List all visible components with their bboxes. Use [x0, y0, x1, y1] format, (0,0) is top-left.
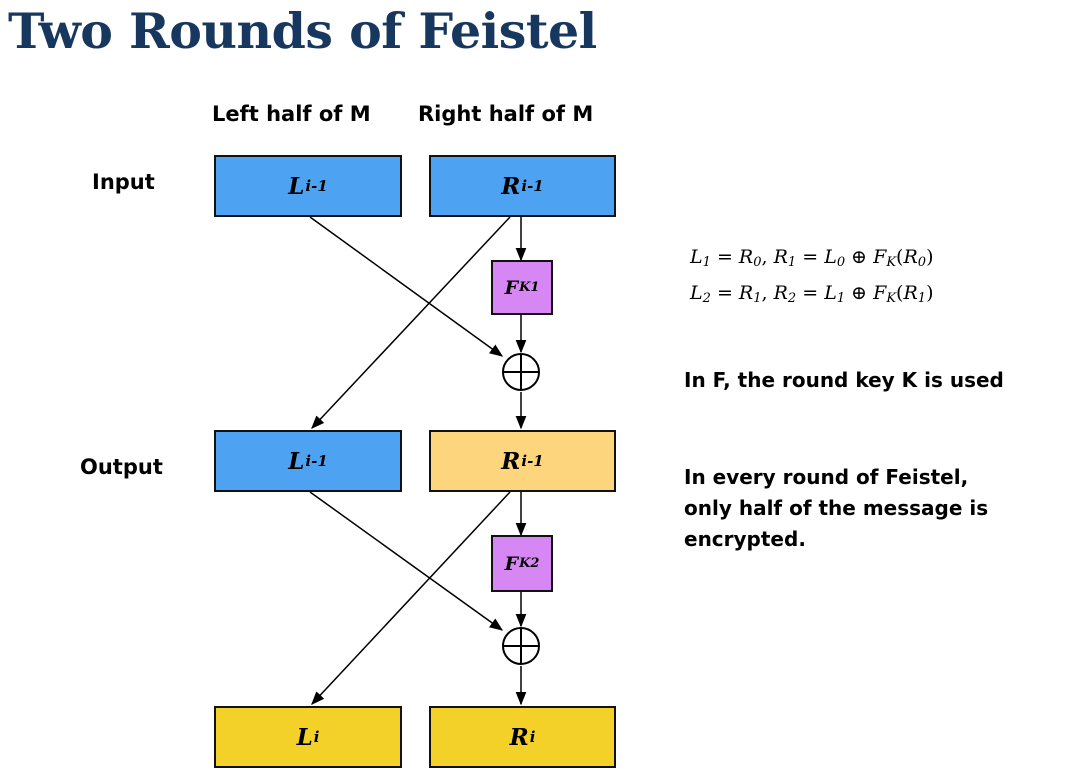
half-note-line-2: only half of the message is [684, 496, 989, 520]
middle-left-var: L [288, 447, 305, 475]
input-right-sub: i-1 [521, 177, 544, 195]
arrow-midl-to-xor2 [309, 491, 504, 631]
output-label: Output [80, 455, 163, 479]
arrow-l-to-xor1 [309, 216, 504, 357]
arrow-r-to-midleft [311, 216, 511, 429]
f-k2-var: F [504, 552, 519, 575]
arrow-midr-to-outleft [311, 491, 511, 705]
middle-left-sub: i-1 [305, 452, 328, 470]
middle-right-var: R [501, 447, 521, 475]
output-left-var: L [296, 723, 313, 751]
output-right-var: R [509, 723, 529, 751]
f-k1-var: F [504, 276, 519, 299]
input-left-var: L [288, 172, 305, 200]
right-half-header: Right half of M [418, 102, 594, 126]
page-title: Two Rounds of Feistel [8, 2, 597, 60]
equation-line-1: L1 = R0, R1 = L0 ⊕ FK(R0) [690, 246, 934, 270]
half-note-line-3: encrypted. [684, 527, 806, 551]
middle-right-sub: i-1 [521, 452, 544, 470]
left-half-header: Left half of M [212, 102, 371, 126]
f-k2-sub: K2 [519, 556, 540, 571]
input-label: Input [92, 170, 155, 194]
xor-2-icon [502, 627, 540, 665]
round-key-note: In F, the round key K is used [684, 368, 1004, 392]
output-right-sub: i [529, 728, 536, 746]
input-left-sub: i-1 [305, 177, 328, 195]
input-right-var: R [501, 172, 521, 200]
output-left-sub: i [313, 728, 320, 746]
equation-line-2: L2 = R1, R2 = L1 ⊕ FK(R1) [690, 282, 934, 306]
xor-1-icon [502, 353, 540, 391]
half-note-line-1: In every round of Feistel, [684, 465, 969, 489]
f-k1-sub: K1 [519, 280, 540, 295]
